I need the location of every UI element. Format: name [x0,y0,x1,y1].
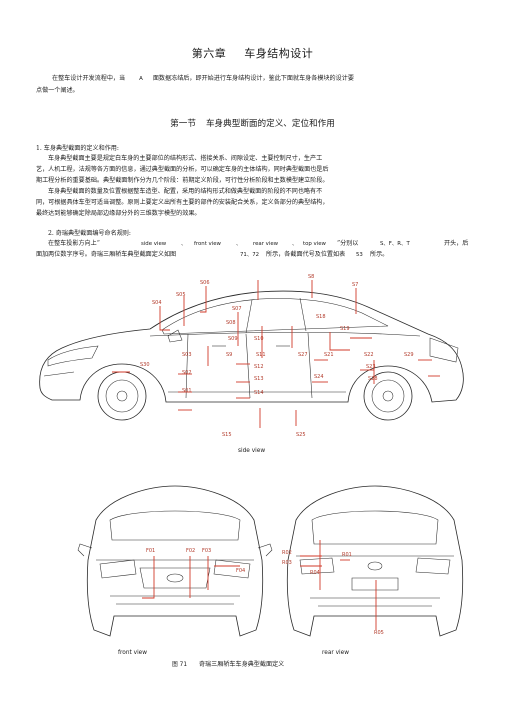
svg-text:S05: S05 [176,292,186,298]
svg-text:S28: S28 [368,376,378,382]
front-section-labels: F01 F02 F03 F04 [146,548,245,574]
para-line: 车身典型截面的数量及位置根据整车造型、配置，采用的结构形式和做典型截面的阶段的不… [48,188,323,195]
naming-rule-line-1: 在整车投影方向上“ side view 、 front view 、 rear … [48,240,469,247]
rear-section-markers [300,540,377,630]
svg-text:S13: S13 [254,376,264,382]
svg-text:R05: R05 [374,630,384,636]
svg-text:S02: S02 [182,370,192,376]
svg-text:S27: S27 [298,352,308,358]
chapter-number: 第六章 [191,47,227,60]
svg-text:S19: S19 [340,326,350,332]
para-line: 期工程分析的重要基础。典型截面制作分为几个阶段：前期定义阶段，可行性分析阶段和主… [36,177,329,184]
para-line: 车身典型截面主要是规定白车身的主要部位的结构形式、搭接关系、间隙设定、主要控制尺… [48,155,323,162]
svg-text:S18: S18 [316,314,326,320]
svg-text:R03: R03 [282,560,292,566]
svg-text:S29: S29 [404,352,414,358]
naming-rule-line-2: 面加两位数字序号。奇瑞三厢轿车典型截面定义如图 71、72 所示，各截面代号及位… [36,251,389,258]
svg-text:S15: S15 [222,432,232,438]
svg-text:R02: R02 [282,550,292,556]
para-line: 艺，人机工程，法规等各方面的信息，通过典型截面的分析，可以确定车身的主体结构，同… [36,166,329,173]
svg-text:S11: S11 [256,352,266,358]
section-heading: 第一节车身典型断面的定义、定位和作用 [170,119,335,129]
svg-text:S03: S03 [182,352,192,358]
svg-text:S12: S12 [254,364,264,370]
svg-text:F02: F02 [186,548,195,554]
chapter-name: 车身结构设计 [244,47,314,60]
rear-section-labels: R02 R03 R04 R05 R01 [282,550,384,636]
side-section-markers [112,280,440,428]
front-section-markers [142,556,240,599]
figure-number: 图 71 [172,662,188,668]
svg-text:R01: R01 [342,552,352,558]
front-view-caption: front view [118,650,147,656]
svg-text:S7: S7 [352,282,358,288]
svg-text:S23: S23 [366,364,376,370]
svg-text:S30: S30 [140,362,150,368]
para-line: 同，可根据具体车型可适当调整。原则上要定义出所有主要的部件的安装配合关系，定义各… [36,199,329,206]
figure-caption: 图 71 奇瑞三厢轿车车身典型截面定义 [172,660,284,670]
svg-text:S22: S22 [364,352,374,358]
para-line: 最终达到能够确定除局部边缘部分外的三维数字模型的效果。 [36,210,201,217]
svg-text:S07: S07 [232,306,242,312]
svg-text:S01: S01 [182,388,192,394]
subsection-1-heading: 1. 车身典型截面的定义和作用: [36,145,119,152]
svg-text:S04: S04 [152,300,162,306]
car-rear-outline [286,485,464,637]
svg-text:S25: S25 [296,432,306,438]
svg-text:S8: S8 [308,274,314,280]
svg-text:S09: S09 [228,336,238,342]
intro-line-2: 点做一个阐述。 [36,87,79,94]
car-side-outline [39,290,464,421]
svg-text:S06: S06 [200,280,210,286]
side-view-caption: side view [238,448,266,454]
svg-text:S24: S24 [314,374,324,380]
svg-text:S14: S14 [254,390,264,396]
svg-text:S08: S08 [226,320,236,326]
svg-text:F04: F04 [236,568,245,574]
car-front-outline [77,485,273,637]
rear-view-caption: rear view [322,650,349,656]
side-section-labels: S06 S8 S7 S05 S04 S07 S08 S18 S19 S09 S1… [140,274,414,438]
svg-text:S10: S10 [254,336,264,342]
svg-text:R04: R04 [310,570,320,576]
svg-text:F01: F01 [146,548,155,554]
svg-text:S21: S21 [324,352,334,358]
svg-text:F03: F03 [202,548,211,554]
svg-text:S9: S9 [226,352,232,358]
chapter-title: 第六章 车身结构设计 [0,45,505,61]
subsection-2-heading: 2. 奇瑞典型截面编号命名规则: [48,230,131,237]
figure-title: 奇瑞三厢轿车车身典型截面定义 [198,661,285,668]
